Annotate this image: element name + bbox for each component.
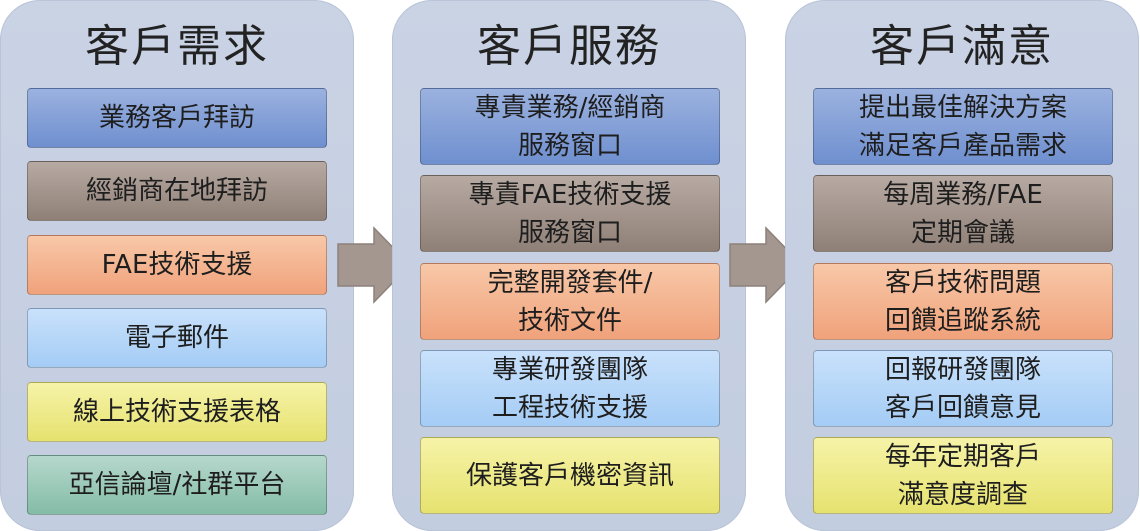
item-label-line2: 滿足客戶產品需求 (858, 130, 1067, 161)
item-label-line2: 定期會議 (910, 217, 1015, 248)
item-label-line2: 回饋追蹤系統 (884, 305, 1041, 336)
item-label-line2: 技術文件 (517, 305, 622, 336)
item-rd-team: 專業研發團隊 工程技術支援 (420, 350, 720, 427)
item-label-line2: 滿意度調查 (897, 479, 1028, 510)
item-weekly-meeting: 每周業務/FAE 定期會議 (813, 175, 1113, 252)
item-label: 亞信論壇/社群平台 (68, 470, 286, 500)
item-label-line1: 客戶技術問題 (884, 267, 1041, 298)
item-dedicated-fae: 專責FAE技術支援 服務窗口 (420, 175, 720, 252)
column-title: 客戶需求 (85, 21, 269, 72)
item-fae-support: FAE技術支援 (27, 235, 327, 295)
item-feedback: 回報研發團隊 客戶回饋意見 (813, 350, 1113, 427)
item-label-line2: 服務窗口 (517, 130, 622, 161)
column-customer-needs: 客戶需求 業務客戶拜訪 經銷商在地拜訪 FAE技術支援 電子郵件 線上技術支援表… (0, 0, 354, 531)
item-online-form: 線上技術支援表格 (27, 382, 327, 442)
column-title: 客戶服務 (477, 21, 661, 72)
item-label: FAE技術支援 (101, 250, 253, 280)
item-annual-survey: 每年定期客戶 滿意度調查 (813, 437, 1113, 514)
item-label-line2: 服務窗口 (517, 217, 622, 248)
item-label-line1: 專責FAE技術支援 (468, 179, 672, 210)
item-best-solution: 提出最佳解決方案 滿足客戶產品需求 (813, 88, 1113, 165)
item-label-line1: 完整開發套件/ (487, 267, 653, 298)
item-label-line1: 專責業務/經銷商 (474, 92, 666, 123)
item-label-line2: 客戶回饋意見 (884, 392, 1041, 423)
item-label: 經銷商在地拜訪 (85, 176, 268, 206)
item-tracking-system: 客戶技術問題 回饋追蹤系統 (813, 263, 1113, 340)
column-customer-satisfaction: 客戶滿意 提出最佳解決方案 滿足客戶產品需求 每周業務/FAE 定期會議 客戶技… (785, 0, 1139, 531)
item-label-line2: 工程技術支援 (491, 392, 648, 423)
item-distributor-visit: 經銷商在地拜訪 (27, 161, 327, 221)
item-label-line1: 每周業務/FAE (883, 179, 1043, 210)
item-forum: 亞信論壇/社群平台 (27, 455, 327, 515)
item-label: 業務客戶拜訪 (98, 103, 255, 133)
item-label: 線上技術支援表格 (72, 397, 281, 427)
column-customer-service: 客戶服務 專責業務/經銷商 服務窗口 專責FAE技術支援 服務窗口 完整開發套件… (392, 0, 746, 531)
item-dedicated-sales: 專責業務/經銷商 服務窗口 (420, 88, 720, 165)
item-label-line1: 專業研發團隊 (491, 354, 648, 385)
column-title: 客戶滿意 (870, 21, 1054, 72)
item-dev-kit: 完整開發套件/ 技術文件 (420, 263, 720, 340)
item-label-line1: 每年定期客戶 (884, 441, 1041, 472)
item-email: 電子郵件 (27, 308, 327, 368)
item-label: 電子郵件 (124, 323, 229, 353)
item-label-line1: 提出最佳解決方案 (858, 92, 1067, 123)
item-label: 保護客戶機密資訊 (465, 460, 674, 491)
item-sales-visit: 業務客戶拜訪 (27, 88, 327, 148)
item-label-line1: 回報研發團隊 (884, 354, 1041, 385)
item-confidential: 保護客戶機密資訊 (420, 437, 720, 514)
arrow-right-icon (729, 226, 804, 304)
